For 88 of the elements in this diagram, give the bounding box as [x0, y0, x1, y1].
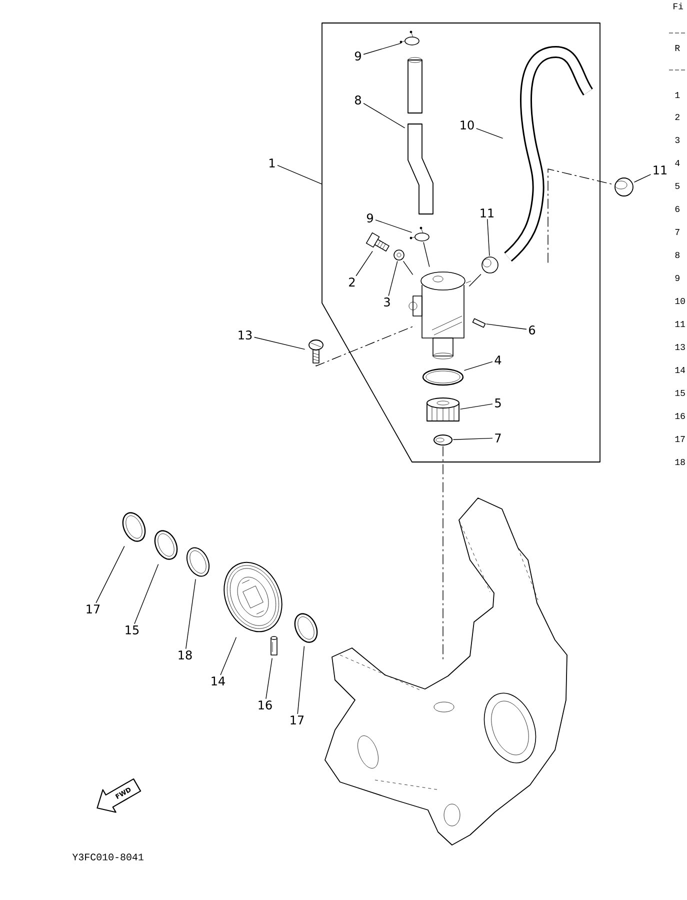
alignment-line — [442, 446, 444, 660]
callout-number: 18 — [178, 650, 192, 660]
table-text: R — [675, 45, 680, 51]
alignment-line — [548, 168, 614, 264]
leader-line — [356, 250, 373, 276]
leader-line — [375, 220, 412, 233]
callout-number: 4 — [494, 356, 502, 364]
alignment-line — [423, 242, 430, 268]
callout-number: 11 — [480, 208, 494, 218]
callout-number: 14 — [212, 676, 225, 686]
callout-number: 7 — [495, 434, 501, 442]
table-text: 18 — [675, 458, 685, 466]
callout-number: 16 — [258, 700, 272, 710]
callout-number: 15 — [126, 626, 139, 634]
table-text: 15 — [675, 390, 685, 396]
table-text: 1 — [675, 92, 680, 98]
leader-line — [220, 636, 237, 676]
leader-line — [486, 324, 527, 330]
leader-line — [297, 646, 305, 714]
hose-clip-drawing — [400, 30, 420, 46]
table-text: 8 — [675, 252, 680, 258]
leader-line — [460, 404, 493, 410]
cap-drawing — [614, 178, 634, 196]
leader-line — [476, 128, 504, 139]
hose-clip-drawing — [410, 226, 430, 242]
callout-number: 3 — [384, 297, 390, 307]
leader-line — [464, 361, 493, 371]
leader-line — [487, 218, 490, 256]
callout-number: 17 — [290, 716, 304, 724]
leader-line — [186, 578, 196, 650]
table-text: 6 — [675, 206, 680, 212]
callout-number: 8 — [355, 95, 361, 105]
table-text: 3 — [675, 136, 680, 144]
callout-number: 13 — [238, 330, 252, 340]
hose-drawing — [408, 57, 434, 214]
o-ring-drawing — [422, 368, 464, 386]
alignment-line — [402, 260, 414, 276]
callout-number: 11 — [654, 166, 666, 174]
pin-drawing — [472, 318, 486, 328]
table-text: 14 — [675, 367, 685, 373]
leader-line — [254, 336, 306, 350]
callout-number: 9 — [354, 51, 361, 61]
callout-number: 2 — [349, 278, 355, 286]
leader-line — [277, 164, 322, 184]
pulley-drawing — [224, 562, 282, 632]
alignment-line — [316, 326, 414, 366]
leader-line — [388, 260, 398, 296]
callout-number: 17 — [86, 604, 100, 614]
hose-drawing — [504, 46, 594, 262]
leader-line — [363, 102, 406, 128]
circlip-drawing — [186, 547, 210, 577]
bolt-drawing — [366, 232, 390, 252]
table-text: 17 — [675, 436, 685, 442]
part-code: Y3FC010-8041 — [72, 854, 144, 860]
ring-drawing — [294, 613, 318, 643]
callout-number: 6 — [529, 325, 536, 335]
cap-drawing — [482, 256, 498, 274]
table-text: 2 — [675, 114, 680, 120]
leader-line — [96, 546, 125, 604]
table-text: 11 — [675, 321, 686, 327]
table-text: Fi — [674, 2, 683, 10]
table-text: 7 — [675, 229, 680, 235]
leader-line — [266, 658, 272, 700]
table-text: 16 — [675, 412, 685, 420]
table-text: 9 — [675, 274, 680, 282]
callout-number: 9 — [366, 213, 373, 223]
crankcase-drawing — [324, 498, 568, 846]
screw-drawing — [308, 340, 324, 364]
assembly-frame — [322, 22, 600, 462]
leader-line — [634, 174, 652, 183]
callout-number: 5 — [495, 398, 501, 408]
leader-line — [363, 42, 402, 55]
circlip-drawing — [434, 434, 452, 446]
alignment-line — [468, 274, 482, 287]
ring-drawing — [122, 512, 146, 542]
fuel-cock-drawing — [408, 272, 472, 360]
table-text: 13 — [675, 344, 685, 350]
table-text: 4 — [675, 160, 680, 166]
leader-line — [452, 438, 493, 440]
gear-drawing — [426, 398, 460, 422]
pin-drawing — [270, 636, 278, 656]
leader-line — [134, 564, 159, 624]
washer-drawing — [154, 530, 178, 560]
washer-drawing — [394, 250, 404, 260]
table-text: 5 — [675, 183, 680, 189]
callout-number: 10 — [460, 120, 474, 130]
table-text: 10 — [675, 298, 685, 304]
callout-number: 1 — [270, 158, 275, 168]
